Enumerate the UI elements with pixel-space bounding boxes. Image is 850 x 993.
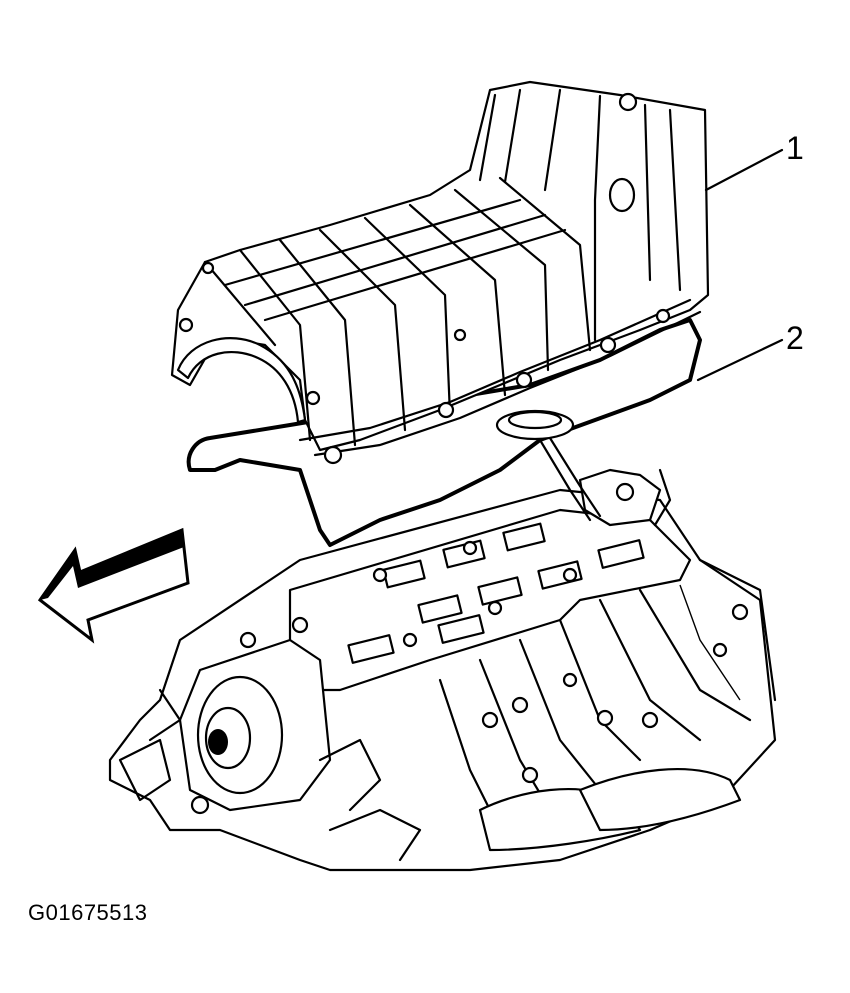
valley-bolts	[372, 540, 578, 688]
figure-id-label: G01675513	[28, 900, 148, 925]
valley-cover	[170, 80, 710, 465]
callout-number-1: 1	[786, 130, 804, 166]
arrow-left-icon	[37, 527, 190, 644]
callout-number-2: 2	[786, 320, 804, 356]
engine-block	[108, 468, 777, 872]
leader-line-1	[704, 148, 784, 192]
leader-line-2	[696, 338, 784, 382]
valley-openings	[347, 522, 645, 664]
cover-bolts	[178, 92, 671, 465]
